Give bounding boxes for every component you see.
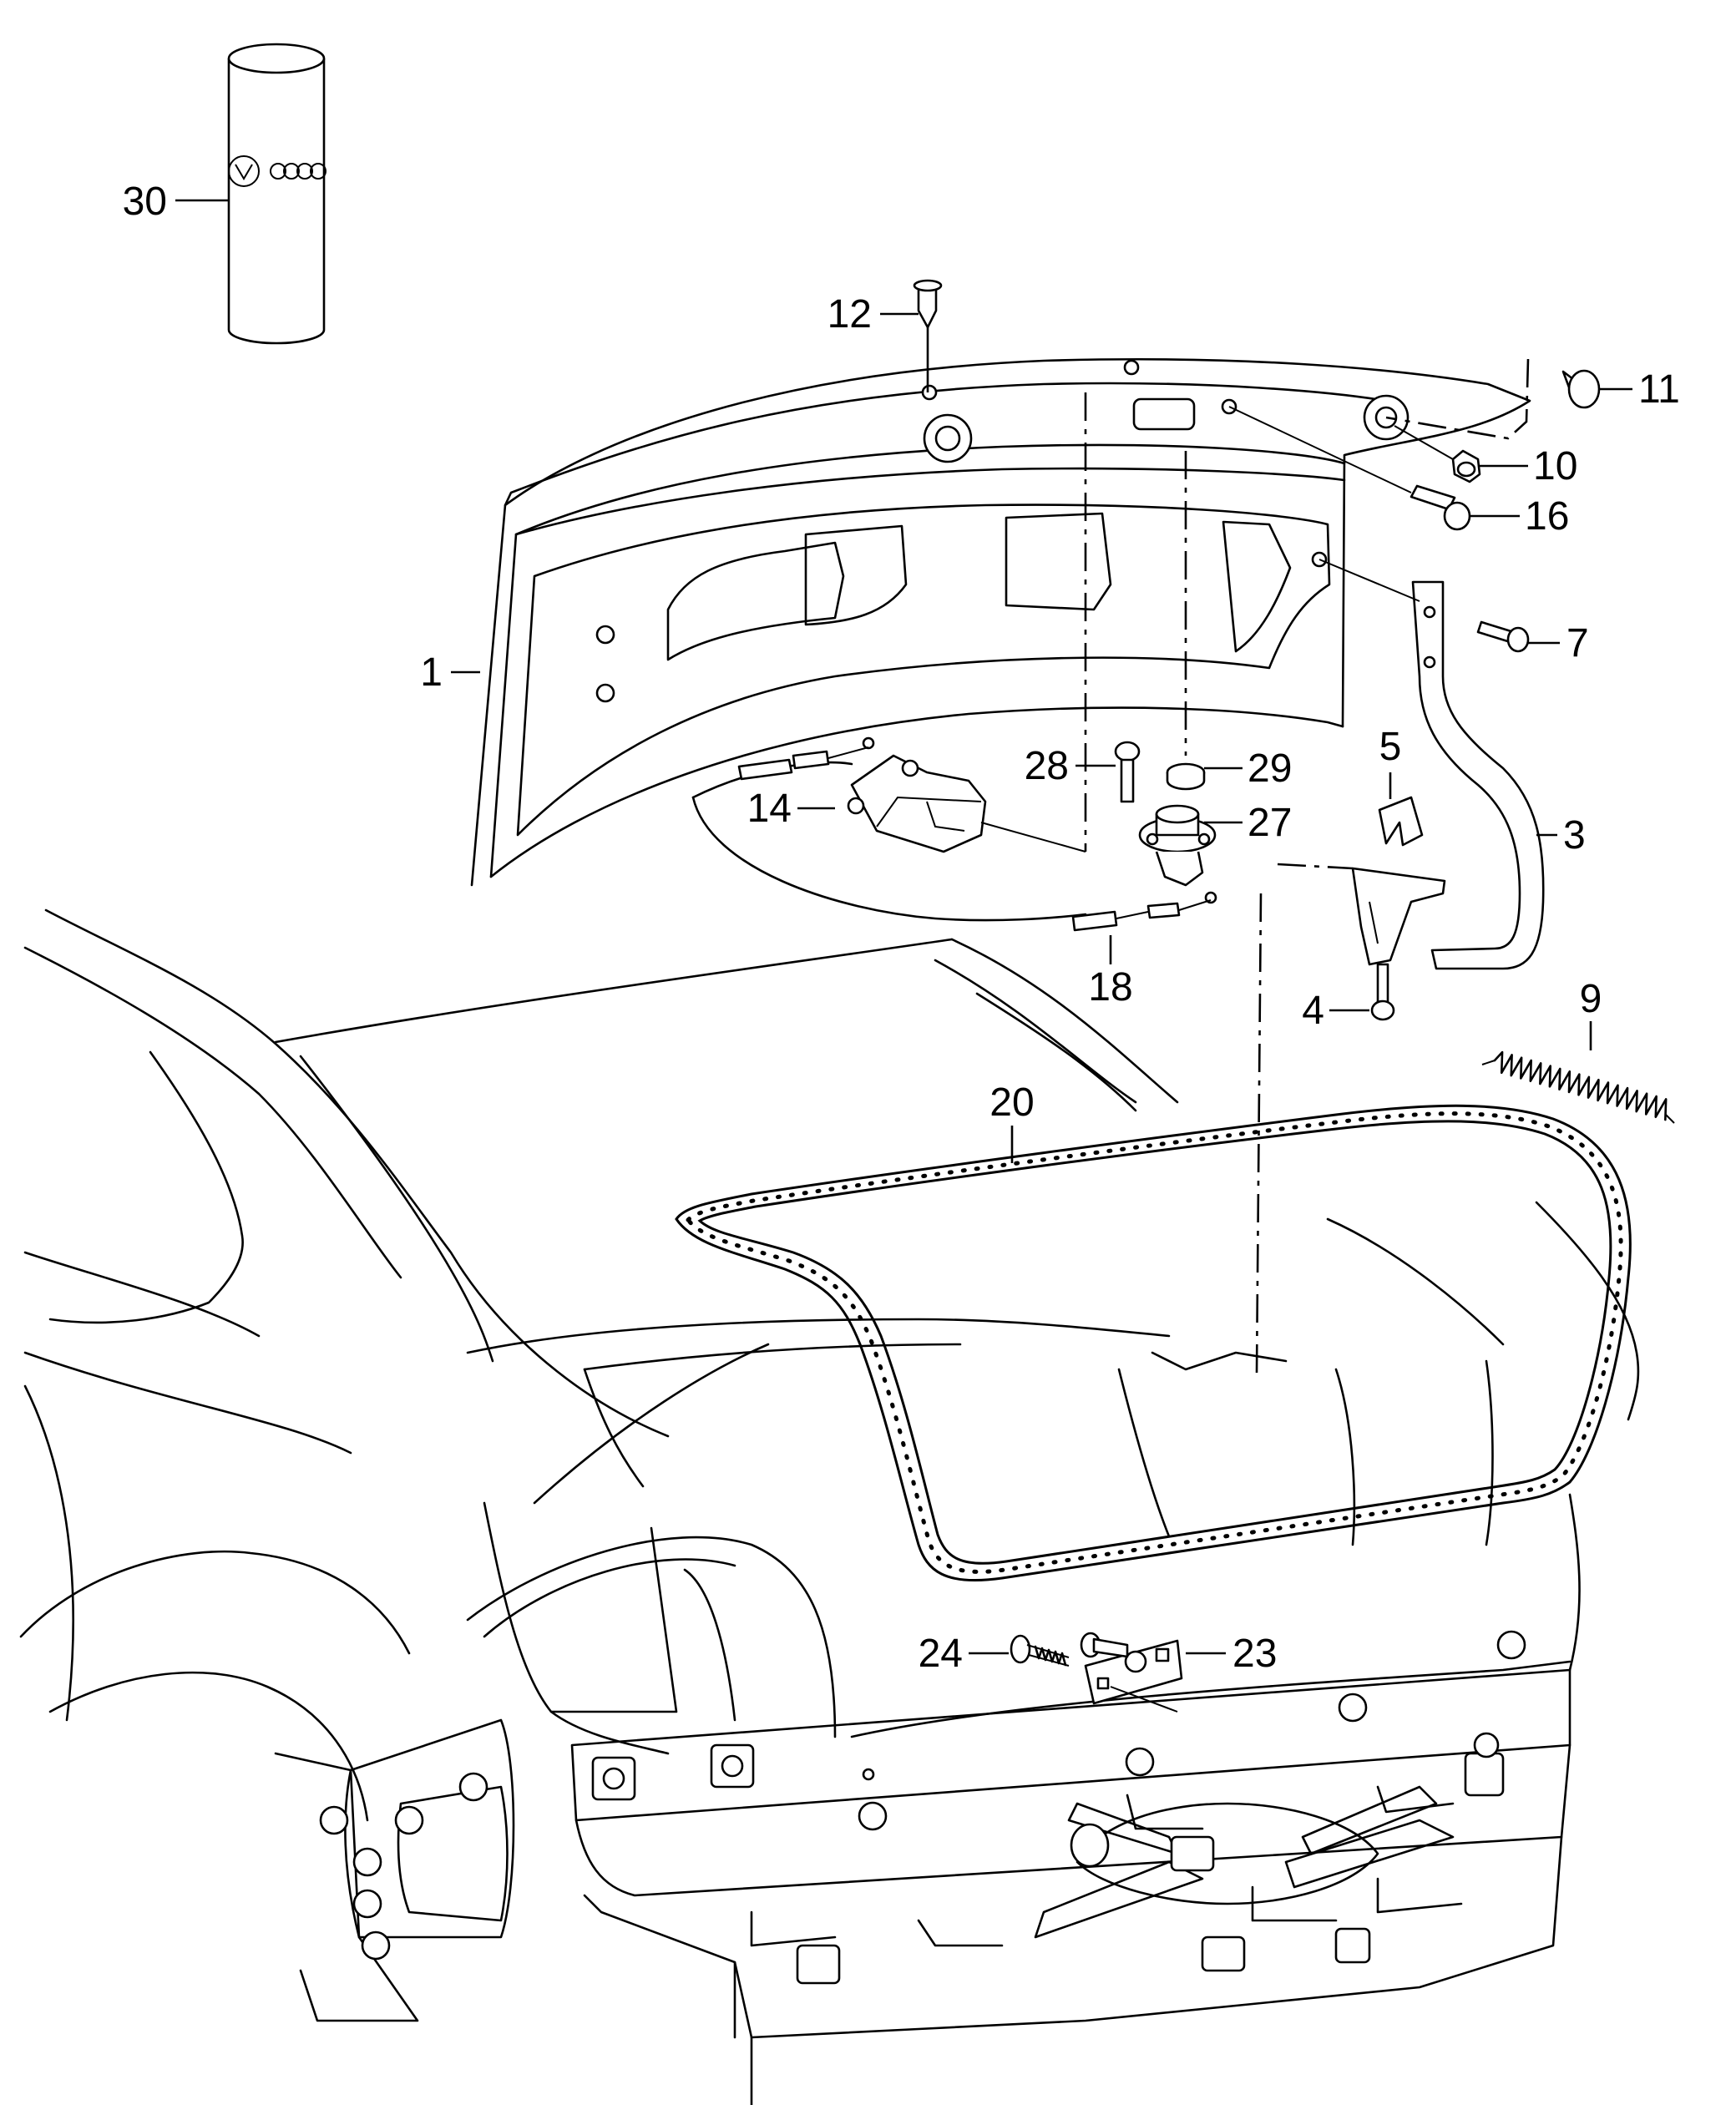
trunk-lid-part-1 [470, 357, 1531, 887]
callout-9: 9 [1580, 977, 1602, 1021]
callout-3: 3 [1563, 813, 1586, 858]
bolt-part-4 [1370, 963, 1395, 1021]
stop-part-23 [1080, 1632, 1183, 1705]
callout-12: 12 [828, 292, 872, 336]
callout-30: 30 [123, 180, 167, 224]
callout-16: 16 [1525, 494, 1569, 539]
trunk-seal-part-20 [675, 1104, 1632, 1582]
bracket-part-4 [1351, 867, 1446, 966]
callout-29: 29 [1248, 746, 1292, 791]
leader-lines [175, 199, 1632, 1655]
screw-part-28 [1114, 741, 1141, 803]
bolt-part-16 [1410, 484, 1471, 531]
callout-labels: 30 12 11 10 16 7 1 28 29 27 5 3 14 18 4 … [123, 180, 1680, 1676]
cable-part-18a [737, 736, 875, 781]
callout-28: 28 [1025, 744, 1069, 788]
callout-1: 1 [420, 650, 443, 695]
bolt-part-7 [1476, 620, 1530, 653]
callout-24: 24 [919, 1632, 963, 1676]
hinge-part-3 [1411, 580, 1545, 970]
callout-5: 5 [1379, 725, 1402, 769]
lock-part-14 [847, 754, 1086, 853]
callout-7: 7 [1566, 621, 1589, 665]
callout-23: 23 [1232, 1632, 1277, 1676]
grommet-part-10 [1451, 449, 1481, 483]
callout-10: 10 [1533, 444, 1577, 488]
callout-27: 27 [1248, 801, 1292, 845]
striker-part-5 [1378, 796, 1424, 847]
cable-part-18 [1071, 891, 1217, 932]
bushing-part-29 [1166, 762, 1206, 791]
callout-4: 4 [1302, 989, 1324, 1033]
spring-part-9 [1481, 1050, 1675, 1124]
callout-14: 14 [747, 787, 792, 831]
vehicle-rear-body [19, 908, 1640, 2105]
callout-18: 18 [1088, 965, 1132, 1009]
paint-tube-part-30 [227, 43, 326, 345]
screw-part-24 [1010, 1634, 1070, 1667]
callout-11: 11 [1638, 367, 1680, 412]
callout-20: 20 [989, 1080, 1034, 1125]
lock-cylinder-part-27 [1138, 804, 1217, 887]
clip-part-11 [1561, 369, 1601, 409]
clip-part-12 [913, 279, 943, 329]
